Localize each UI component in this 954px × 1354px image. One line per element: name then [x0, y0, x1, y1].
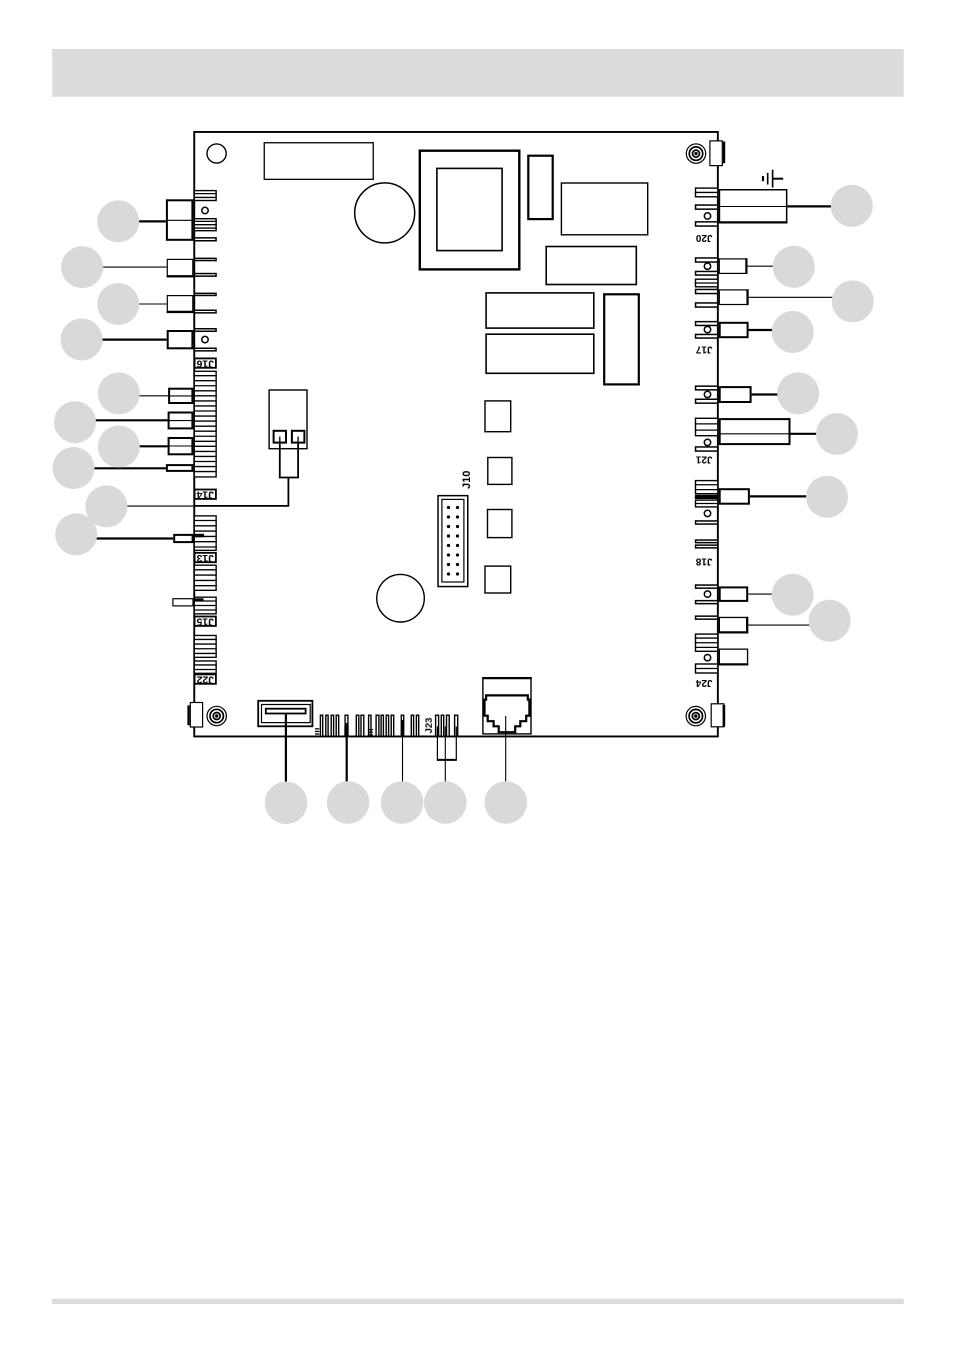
svg-text:J13: J13: [196, 552, 214, 563]
svg-text:J10: J10: [461, 471, 473, 489]
svg-text:J15: J15: [196, 616, 214, 627]
svg-text:J21: J21: [695, 454, 712, 465]
svg-text:J20: J20: [695, 232, 712, 243]
svg-text:J16: J16: [196, 358, 214, 369]
svg-text:J23: J23: [424, 718, 435, 734]
svg-text:J14: J14: [196, 489, 214, 500]
svg-text:J24: J24: [695, 677, 712, 688]
svg-text:J22: J22: [196, 674, 214, 685]
svg-text:J17: J17: [695, 343, 712, 354]
svg-text:J18: J18: [695, 555, 712, 566]
